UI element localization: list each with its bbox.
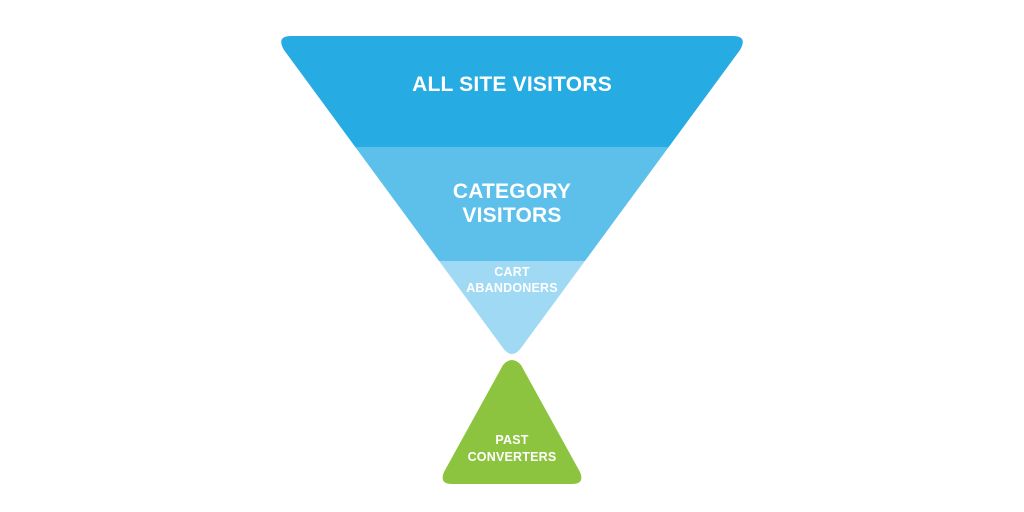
past-converters-triangle [442, 360, 582, 484]
stage-label-line: ABANDONERS [466, 281, 558, 296]
stage-label-line: CONVERTERS [467, 449, 557, 464]
stage-label-cart-abandoners: CART ABANDONERS [0, 264, 1024, 297]
stage-label-line: CATEGORY [452, 180, 572, 203]
stage-label-line: VISITORS [462, 204, 562, 228]
stage-label-line: CART [494, 265, 530, 279]
funnel-stage-all-site-visitors [281, 36, 743, 147]
stage-label-line: PAST [495, 433, 529, 447]
stage-label-line: ALL SITE VISITORS [412, 73, 612, 96]
stage-label-all-site-visitors: ALL SITE VISITORS [0, 73, 1024, 97]
stage-label-past-converters: PAST CONVERTERS [0, 432, 1024, 466]
